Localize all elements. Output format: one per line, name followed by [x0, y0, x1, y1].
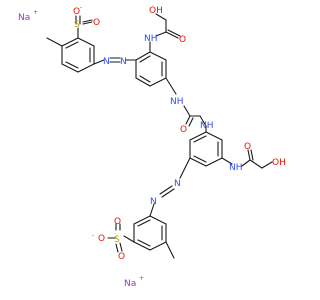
oxygen-charge-upper: - — [80, 4, 82, 11]
oxygen-atom-upper-carbonyl: O — [179, 35, 186, 45]
sodium-ion-lower: Na — [124, 279, 136, 289]
atom-labels: Na + O - S O N N OH O NH NH O NH NH O OH… — [18, 4, 286, 289]
oxygen-atom-upper-sulfonate-side: O — [93, 18, 100, 28]
oxygen-atom-lower-sulfonate-top: O — [114, 217, 121, 227]
oxygen-atom-lower-sulfonate-bottom: O — [118, 252, 125, 262]
nitrogen-atom-azo-upper-1: N — [103, 57, 110, 67]
oxygen-atom-lower-carbonyl: O — [244, 142, 251, 152]
sulfur-atom-lower: S — [114, 235, 120, 245]
oxygen-charge-lower: - — [92, 232, 94, 239]
sulfur-atom-upper: S — [74, 20, 80, 30]
sodium-charge-upper: + — [33, 9, 38, 16]
nitrogen-atom-azo-upper-2: N — [120, 57, 127, 67]
oxygen-atom-upper-sulfonate-top: O — [73, 7, 80, 17]
urea-nh-right: NH — [200, 121, 214, 131]
oxygen-atom-urea: O — [180, 125, 187, 135]
oxygen-atom-lower-sulfonate-side: O — [98, 234, 105, 244]
hydroxyl-label-lower: OH — [272, 158, 286, 168]
urea-nh-left: NH — [170, 97, 184, 107]
sodium-ion-upper: Na — [18, 13, 30, 23]
bond-lines — [46, 13, 273, 259]
nitrogen-atom-azo-lower-1: N — [174, 179, 181, 189]
amide-nh-upper: NH — [144, 34, 158, 44]
nitrogen-atom-azo-lower-2: N — [150, 197, 157, 207]
amide-nh-lower: NH — [229, 163, 243, 173]
hydroxyl-label-upper: OH — [149, 6, 163, 16]
sodium-charge-lower: + — [139, 275, 144, 282]
molecule-structure-diagram: Na + O - S O N N OH O NH NH O NH NH O OH… — [18, 4, 286, 289]
